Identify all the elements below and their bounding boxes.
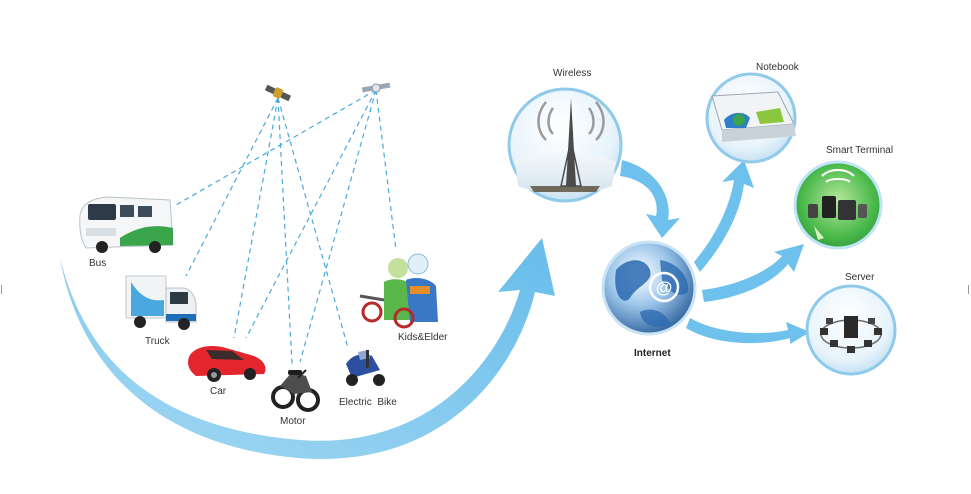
left-edge-marker bbox=[1, 285, 2, 294]
label-internet: Internet bbox=[634, 348, 671, 359]
smart-terminal-icon bbox=[793, 160, 883, 250]
arrow-internet-to-notebook bbox=[694, 160, 754, 272]
truck-icon bbox=[125, 275, 197, 330]
label-notebook: Notebook bbox=[756, 62, 799, 73]
arrow-internet-to-smart-terminal bbox=[702, 244, 804, 302]
label-electric-bike: Electric Bike bbox=[339, 397, 397, 408]
satellite-icon bbox=[361, 82, 391, 93]
internet-globe-icon: @ bbox=[601, 240, 697, 336]
electric-bike-icon bbox=[346, 350, 385, 386]
kids-elder-icon bbox=[359, 253, 438, 329]
label-server: Server bbox=[845, 272, 875, 283]
satellite-icon bbox=[264, 84, 292, 102]
arrow-internet-to-server bbox=[686, 318, 810, 344]
svg-text:@: @ bbox=[656, 278, 673, 297]
satellite-signal-lines bbox=[175, 89, 397, 365]
label-wireless: Wireless bbox=[553, 68, 592, 79]
label-truck: Truck bbox=[145, 336, 170, 347]
bus-icon bbox=[79, 196, 174, 253]
motorcycle-icon bbox=[271, 369, 320, 412]
label-kids-elder: Kids&Elder bbox=[398, 332, 448, 343]
right-edge-marker bbox=[968, 285, 969, 294]
label-smart-terminal: Smart Terminal bbox=[826, 145, 894, 156]
server-icon bbox=[805, 284, 897, 376]
arrow-wireless-to-internet bbox=[620, 160, 680, 238]
wireless-tower-icon bbox=[507, 87, 623, 203]
label-motor: Motor bbox=[280, 416, 306, 427]
label-bus: Bus bbox=[89, 258, 107, 269]
label-car: Car bbox=[210, 386, 227, 397]
car-icon bbox=[188, 346, 266, 382]
notebook-icon bbox=[705, 72, 797, 164]
main-flow-arrow bbox=[60, 238, 555, 460]
